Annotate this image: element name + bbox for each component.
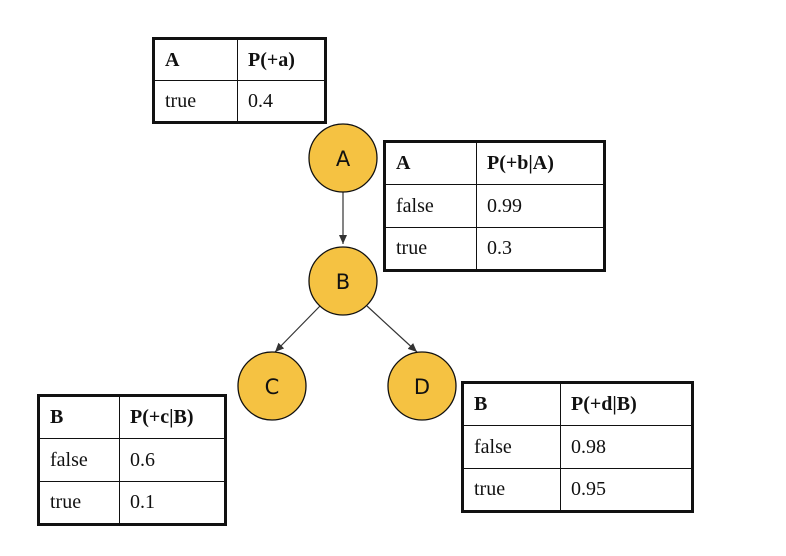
cpt-table-b: A P(+b|A) false 0.99 true 0.3 (383, 140, 606, 272)
node-c-label: C (265, 375, 280, 399)
edge-b-to-d (366, 305, 418, 353)
cpt-b-header-var: A (384, 141, 477, 185)
cpt-c-row-1-prob: 0.6 (119, 438, 226, 482)
cpt-d-header-row: B P(+d|B) (462, 382, 693, 426)
cpt-c-header-var: B (38, 395, 120, 439)
cpt-c-row: false 0.6 (38, 438, 226, 482)
node-a-circle (308, 123, 378, 193)
cpt-c-header-prob: P(+c|B) (119, 395, 226, 439)
cpt-a-row-1-value: true (153, 80, 238, 123)
cpt-table-c: B P(+c|B) false 0.6 true 0.1 (37, 394, 227, 526)
node-a: A (308, 123, 378, 193)
cpt-c-row-2-value: true (38, 481, 120, 525)
cpt-c-header-row: B P(+c|B) (38, 395, 226, 439)
node-b-label: B (336, 270, 350, 294)
cpt-b-header-row: A P(+b|A) (384, 141, 605, 185)
cpt-table-d: B P(+d|B) false 0.98 true 0.95 (461, 381, 694, 513)
cpt-c-row-1-value: false (38, 438, 120, 482)
cpt-c-row-2-prob: 0.1 (119, 481, 226, 525)
node-a-label: A (336, 147, 351, 171)
cpt-b-row-2-value: true (384, 227, 477, 271)
cpt-d-row-1-value: false (462, 425, 561, 469)
cpt-b-row: true 0.3 (384, 227, 605, 271)
node-b: B (308, 246, 378, 316)
edge-b-to-c (274, 305, 321, 353)
node-c-circle (237, 351, 307, 421)
cpt-table-a: A P(+a) true 0.4 (152, 37, 327, 124)
cpt-b-row: false 0.99 (384, 184, 605, 228)
cpt-a-row: true 0.4 (153, 80, 326, 123)
node-d: D (387, 351, 457, 421)
cpt-b-row-1-value: false (384, 184, 477, 228)
cpt-a-row-1-prob: 0.4 (237, 80, 326, 123)
cpt-b-header-prob: P(+b|A) (476, 141, 605, 185)
cpt-d-header-var: B (462, 382, 561, 426)
node-d-circle (387, 351, 457, 421)
cpt-b-row-2-prob: 0.3 (476, 227, 605, 271)
cpt-a-header-prob: P(+a) (237, 38, 326, 81)
node-c: C (237, 351, 307, 421)
cpt-d-row-2-prob: 0.95 (560, 468, 693, 512)
cpt-d-row-2-value: true (462, 468, 561, 512)
node-d-label: D (414, 375, 430, 399)
node-b-circle (308, 246, 378, 316)
cpt-a-header-var: A (153, 38, 238, 81)
cpt-a-header-row: A P(+a) (153, 38, 326, 81)
cpt-b-row-1-prob: 0.99 (476, 184, 605, 228)
cpt-c-row: true 0.1 (38, 481, 226, 525)
cpt-d-row: true 0.95 (462, 468, 693, 512)
cpt-d-header-prob: P(+d|B) (560, 382, 693, 426)
cpt-d-row-1-prob: 0.98 (560, 425, 693, 469)
cpt-d-row: false 0.98 (462, 425, 693, 469)
